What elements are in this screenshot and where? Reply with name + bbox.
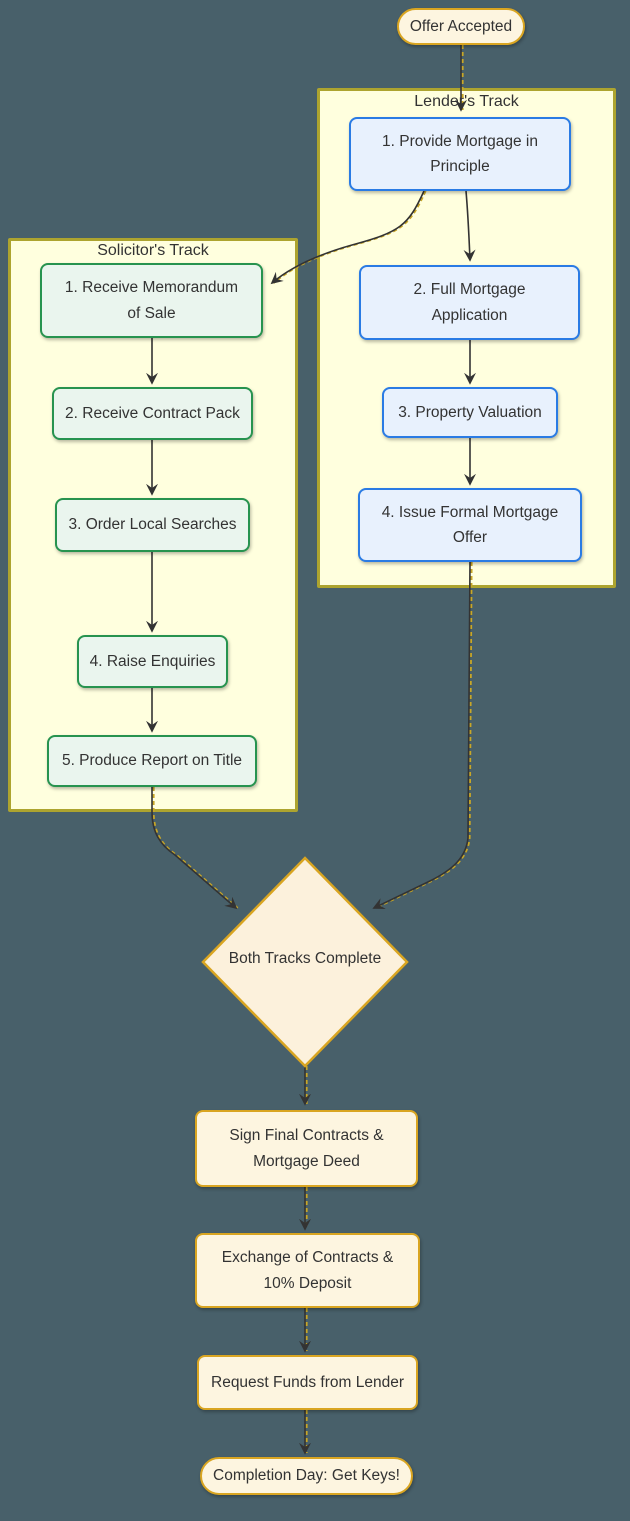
edge-group — [146, 45, 476, 1455]
node-offer-accepted-label: Offer Accepted — [409, 17, 513, 35]
node-completion-day: Completion Day: Get Keys! — [200, 1457, 413, 1495]
node-produce-report-on-title: 5. Produce Report on Title — [47, 735, 257, 787]
node-receive-contract-pack-label: 2. Receive Contract Pack — [65, 404, 240, 422]
node-receive-memorandum-of-sale: 1. Receive Memorandum of Sale — [40, 263, 263, 338]
node-request-funds-from-lender-label: Request Funds from Lender — [211, 1373, 404, 1391]
decision-diamond — [201, 856, 409, 1068]
edge-mip-to-application — [463, 190, 476, 262]
node-produce-report-on-title-label: 5. Produce Report on Title — [61, 752, 243, 770]
node-sign-final-contracts-label: Sign Final Contracts & Mortgage Deed — [229, 1127, 384, 1170]
node-completion-day-label: Completion Day: Get Keys! — [213, 1467, 400, 1485]
node-full-mortgage-application: 2. Full Mortgage Application — [359, 265, 580, 340]
node-order-local-searches-label: 3. Order Local Searches — [68, 516, 237, 534]
node-full-mortgage-application-label: 2. Full Mortgage Application — [413, 281, 526, 324]
node-both-tracks-complete-label: Both Tracks Complete — [228, 950, 382, 967]
edge-mip-to-memorandum — [270, 190, 425, 285]
node-property-valuation: 3. Property Valuation — [382, 387, 558, 438]
node-provide-mortgage-in-principle: 1. Provide Mortgage in Principle — [349, 117, 571, 191]
node-exchange-of-contracts: Exchange of Contracts & 10% Deposit — [195, 1233, 420, 1308]
node-property-valuation-label: 3. Property Valuation — [398, 403, 542, 421]
node-exchange-of-contracts-label: Exchange of Contracts & 10% Deposit — [221, 1249, 394, 1292]
node-offer-accepted: Offer Accepted — [397, 8, 525, 45]
edge-solicitor-to-decision — [151, 787, 238, 910]
node-raise-enquiries: 4. Raise Enquiries — [77, 635, 228, 688]
node-receive-memorandum-of-sale-label: 1. Receive Memorandum of Sale — [64, 279, 239, 322]
node-request-funds-from-lender: Request Funds from Lender — [197, 1355, 418, 1410]
node-provide-mortgage-in-principle-label: 1. Provide Mortgage in Principle — [382, 132, 538, 175]
edge-lender-to-decision — [372, 561, 471, 909]
node-sign-final-contracts: Sign Final Contracts & Mortgage Deed — [195, 1110, 418, 1187]
solicitor-track-title: Solicitor's Track — [97, 242, 209, 259]
node-issue-formal-mortgage-offer: 4. Issue Formal Mortgage Offer — [358, 488, 582, 562]
node-issue-formal-mortgage-offer-label: 4. Issue Formal Mortgage Offer — [381, 503, 559, 546]
node-order-local-searches: 3. Order Local Searches — [55, 498, 250, 552]
node-receive-contract-pack: 2. Receive Contract Pack — [52, 387, 253, 440]
node-raise-enquiries-label: 4. Raise Enquiries — [89, 652, 216, 670]
